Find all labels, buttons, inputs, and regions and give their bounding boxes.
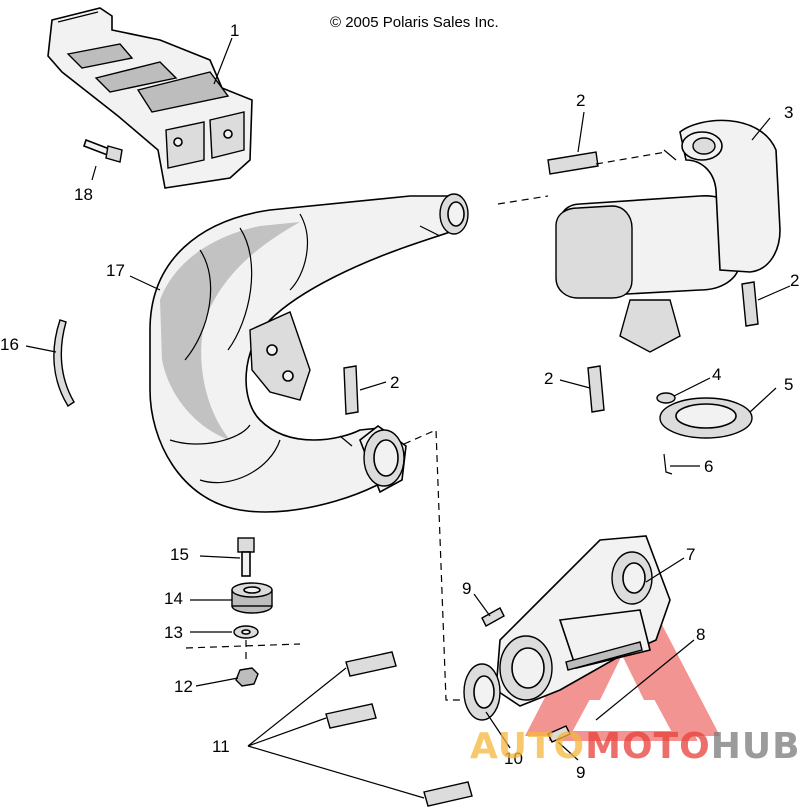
assembly-lines [185,151,667,701]
callout-8: 8 [696,625,705,644]
callout-12: 12 [174,677,193,696]
part-2-spring-left [343,365,359,415]
part-9-bolt-upper [481,607,505,627]
callout-7: 7 [686,545,695,564]
part-15-bolt [237,537,255,577]
watermark-text: AUTOMOTOHUB [470,726,800,767]
callout-2-left: 2 [390,373,399,392]
copyright-text: © 2005 Polaris Sales Inc. [330,14,499,31]
callout-13: 13 [164,623,183,642]
callout-16: 16 [0,335,19,354]
callout-2-mid: 2 [544,369,553,388]
part-17-expansion-chamber [149,193,469,513]
part-12-nut [235,667,259,687]
callout-6: 6 [704,457,713,476]
callout-4: 4 [712,365,721,384]
part-11-spring-3 [423,781,473,807]
part-4-washer [656,392,676,404]
part-2-spring-mid [587,365,605,413]
part-18-rivet [82,138,123,163]
callout-14: 14 [164,589,183,608]
callout-18: 18 [74,185,93,204]
part-7-exhaust-manifold [495,535,671,707]
part-14-grommet [231,582,273,614]
part-6-clip [663,453,673,475]
callout-11: 11 [212,737,230,756]
callout-17: 17 [106,261,125,280]
callout-5: 5 [784,375,793,394]
part-11-spring-1 [345,651,397,677]
part-10-gasket [463,663,501,721]
part-2-spring-right [741,281,759,327]
watermark-part-moto: MOTO [585,726,711,767]
callout-3: 3 [784,103,793,122]
part-3-silencer [555,119,781,353]
part-2-spring-top [547,151,599,175]
watermark-part-hub: HUB [711,726,800,767]
part-16-strap [53,319,75,407]
callout-1: 1 [230,21,239,40]
callouts: 1 18 2 3 2 2 2 4 5 6 7 8 9 9 10 11 12 13… [0,21,799,782]
callout-2-top: 2 [576,91,585,110]
callout-2-right: 2 [790,271,799,290]
part-13-washer [233,625,259,639]
part-9-bolt-lower [547,725,571,743]
leader-lines [25,37,791,799]
part-11-spring-2 [325,703,377,729]
part-1-mount-bracket [47,7,253,189]
callout-9-lower: 9 [576,763,585,782]
part-5-gasket [659,397,753,439]
watermark-part-auto: AUTO [470,726,585,767]
callout-15: 15 [170,545,189,564]
callout-10: 10 [504,749,523,768]
callout-9-upper: 9 [462,579,471,598]
